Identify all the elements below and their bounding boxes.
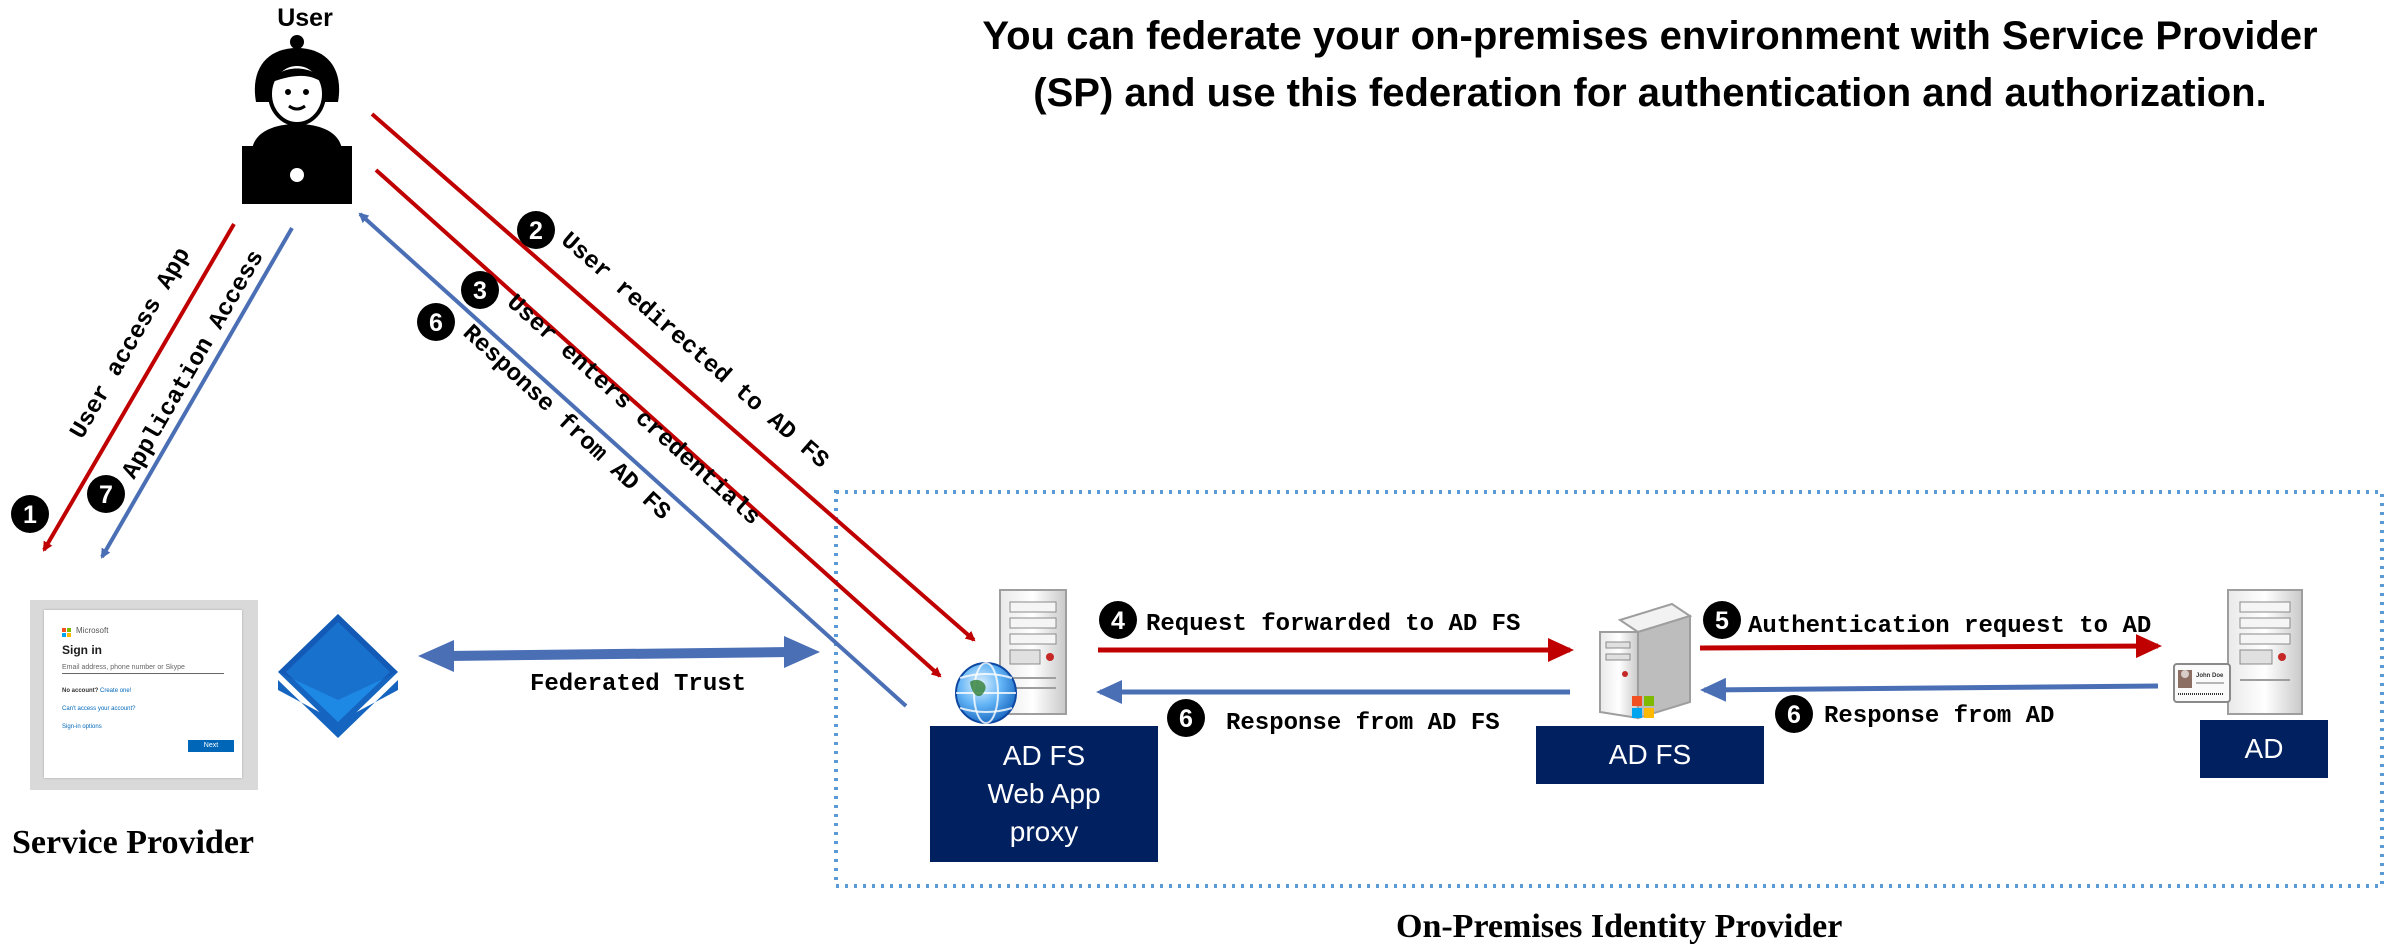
step-5: 5 (1703, 601, 1741, 639)
arrow-step-1 (42, 222, 236, 552)
signin-create-link[interactable]: Create one! (100, 688, 132, 694)
step-1-number: 1 (23, 501, 37, 529)
signin-title: Sign in (62, 643, 102, 657)
step-6-adfs-to-proxy: 6 (1167, 699, 1205, 737)
step-6-adfs-to-proxy-label: Response from AD FS (1226, 710, 1500, 737)
arrow-step-5 (1699, 634, 2162, 659)
signin-brand: Microsoft (76, 626, 109, 635)
globe-icon (955, 662, 1017, 724)
adfs-box: AD FS (1536, 726, 1764, 784)
user-label: User (277, 4, 333, 32)
adfs-server-icon (1599, 602, 1693, 720)
adfs-box-label: AD FS (1608, 739, 1692, 770)
ad-box-label: AD (2244, 733, 2284, 764)
signin-no-account: No account? Create one! (62, 688, 131, 694)
arrow-step-6-proxy-to-user (358, 212, 908, 708)
arrow-step-2 (370, 112, 976, 642)
federated-trust-arrow (418, 636, 820, 672)
arrow-step-7 (100, 226, 294, 559)
step-6-ad-to-adfs: 6 (1775, 695, 1813, 733)
user-laptop-icon (242, 35, 352, 204)
ad-box: AD (2200, 720, 2328, 778)
step-6a-number: 6 (429, 309, 443, 337)
service-provider-label: Service Provider (12, 824, 255, 861)
signin-cant-access-link[interactable]: Can't access your account? (62, 706, 136, 712)
step-5-number: 5 (1715, 607, 1729, 635)
step-2-number: 2 (529, 217, 543, 245)
id-card-icon: John Doe (2173, 663, 2231, 703)
step-2: 2 (517, 211, 555, 249)
step-4-number: 4 (1111, 607, 1125, 635)
step-6b-number: 6 (1179, 705, 1193, 733)
adfs-wap-line-3: proxy (1009, 816, 1079, 847)
adfs-wap-line-1: AD FS (1002, 740, 1086, 771)
step-3: 3 (461, 271, 499, 309)
adfs-wap-line-2: Web App (987, 778, 1101, 809)
signin-thumbnail: Microsoft Sign in Email address, phone n… (30, 600, 258, 790)
service-provider-logo-icon (278, 614, 398, 748)
step-6c-number: 6 (1787, 701, 1801, 729)
signin-card: Microsoft Sign in Email address, phone n… (44, 610, 242, 778)
signin-no-account-text: No account? (62, 688, 99, 694)
arrow-step-3 (374, 168, 942, 678)
step-7-number: 7 (99, 481, 113, 509)
id-card-name: John Doe (2196, 673, 2224, 679)
federated-trust-label: Federated Trust (530, 671, 746, 698)
onprem-boundary (834, 490, 2384, 888)
adfs-wap-box: AD FS Web App proxy (930, 726, 1158, 862)
signin-next-button[interactable]: Next (188, 740, 234, 752)
step-6-ad-to-adfs-label: Response from AD (1824, 703, 2054, 730)
signin-email-field[interactable]: Email address, phone number or Skype (62, 664, 224, 674)
step-5-label: Authentication request to AD (1748, 613, 2151, 640)
page-title: You can federate your on-premises enviro… (982, 14, 2318, 115)
onprem-label: On-Premises Identity Provider (1396, 908, 1843, 945)
signin-options-link[interactable]: Sign-in options (62, 724, 102, 730)
step-4-label: Request forwarded to AD FS (1146, 611, 1520, 638)
step-6-proxy-to-user: 6 (417, 303, 455, 341)
microsoft-logo-icon (62, 628, 72, 638)
step-7: 7 (87, 475, 125, 513)
ad-server-icon (2227, 589, 2303, 715)
step-1: 1 (11, 495, 49, 533)
step-3-number: 3 (473, 277, 487, 305)
arrow-step-6-ad-to-adfs (1700, 677, 2159, 702)
step-7-label: Application Access (118, 246, 271, 484)
step-4: 4 (1099, 601, 1137, 639)
adfs-proxy-server-icon (999, 589, 1067, 715)
windows-logo-icon (1632, 696, 1654, 718)
